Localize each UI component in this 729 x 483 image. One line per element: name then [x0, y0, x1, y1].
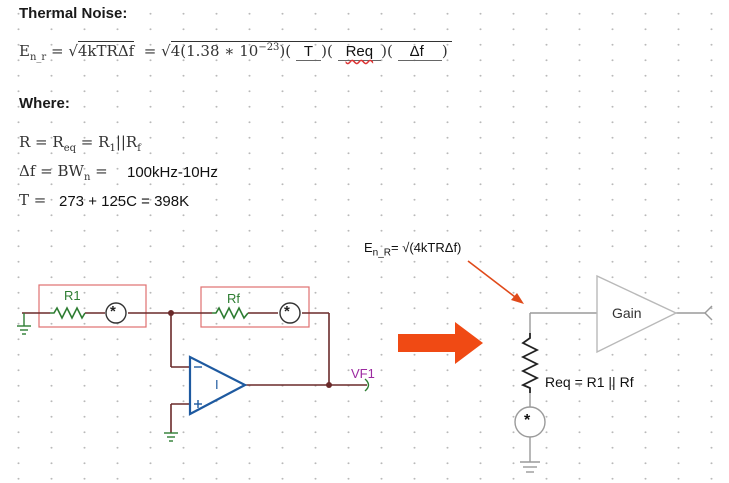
- temperature-definition: T =: [19, 191, 47, 209]
- section-heading: Thermal Noise:: [19, 5, 128, 22]
- gain-label: Gain: [612, 305, 642, 321]
- opamp-icon: [188, 355, 248, 416]
- resistance-definition: R = Req = R1||Rf: [19, 133, 141, 154]
- bandwidth-definition: Δf = BWn =: [19, 162, 108, 183]
- bandwidth-slot[interactable]: Δf: [397, 42, 442, 61]
- req-label: Req = R1 || Rf: [545, 374, 634, 390]
- r1-noise-star: *: [110, 303, 116, 320]
- opamp-label: I: [215, 377, 219, 392]
- bandwidth-value: 100kHz-10Hz: [127, 164, 218, 181]
- req-resistor-icon: [520, 333, 540, 393]
- r1-noise-source-icon: [105, 302, 127, 324]
- where-heading: Where:: [19, 95, 70, 112]
- output-label: VF1: [351, 366, 375, 381]
- rf-resistor-icon: [212, 306, 249, 320]
- rf-noise-source-icon: [279, 302, 301, 324]
- rf-noise-box: [200, 286, 310, 328]
- gain-amplifier-icon: [596, 274, 678, 354]
- ground-icon: [164, 432, 178, 442]
- ground-icon: [520, 461, 540, 473]
- req-noise-source-icon: [514, 406, 546, 438]
- sqrt-1: √4kTRΔf: [68, 41, 135, 60]
- annotation-arrow: [467, 260, 520, 301]
- r1-noise-box: [38, 284, 147, 328]
- sqrt-2: √4(1.38 ∗ 10−23)( T)( Req)( Δf): [161, 41, 452, 61]
- formula-lhs: En_r: [19, 42, 47, 63]
- transform-arrow-icon: [398, 322, 483, 364]
- r1-label: R1: [64, 288, 81, 303]
- equals-sign-2: =: [143, 42, 157, 60]
- junction-dot: [326, 382, 332, 388]
- rf-noise-star: *: [284, 303, 290, 320]
- ground-icon: [17, 313, 31, 335]
- rf-label: Rf: [227, 291, 240, 306]
- req-noise-star: *: [524, 412, 531, 429]
- junction-dot: [168, 310, 174, 316]
- output-connector-icon: [364, 378, 370, 392]
- temperature-slot[interactable]: T: [295, 42, 322, 61]
- temperature-value: 273 + 125C = 398K: [59, 193, 190, 210]
- r1-resistor-icon: [50, 306, 86, 320]
- equals-sign: =: [50, 42, 64, 60]
- req-slot[interactable]: Req: [337, 42, 382, 61]
- noise-voltage-annotation: En_R= √(4kTRΔf): [364, 240, 462, 259]
- thermal-noise-formula: En_r = √4kTRΔf = √4(1.38 ∗ 10−23)( T)( R…: [19, 41, 452, 63]
